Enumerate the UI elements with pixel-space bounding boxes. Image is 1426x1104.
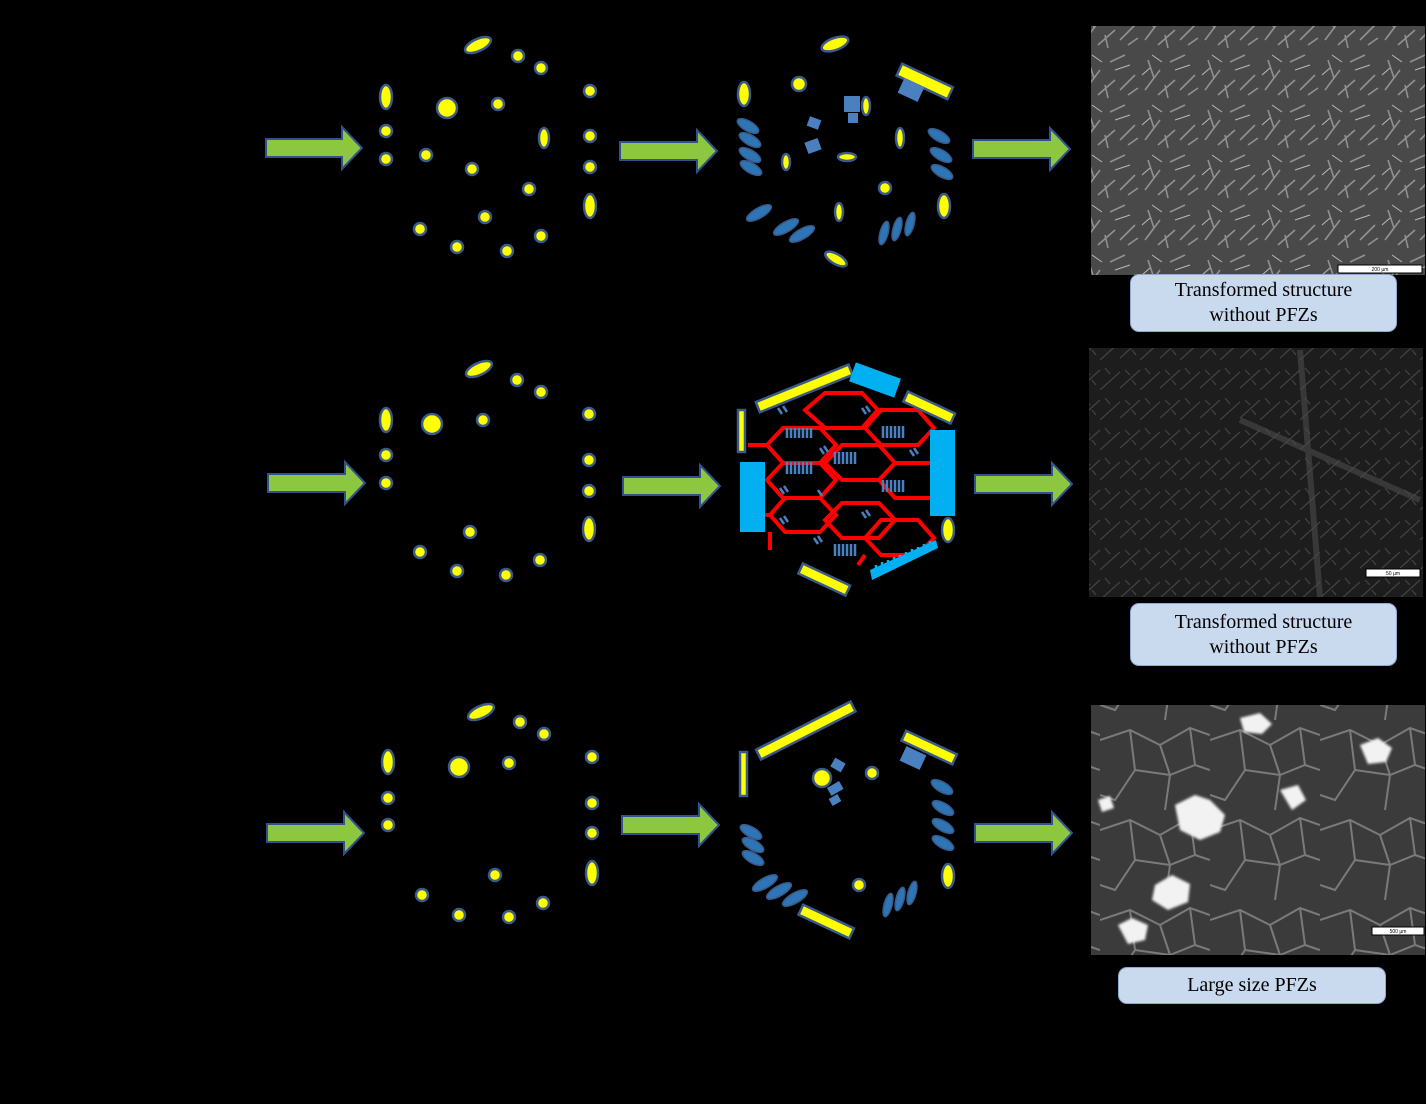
caption-row-2-line-1: Transformed structure bbox=[1174, 610, 1353, 633]
micrograph-2-scale: 50 µm bbox=[1386, 571, 1400, 577]
caption-row-1-line-1: Transformed structure bbox=[1174, 279, 1353, 301]
micrograph-1: 200 µm bbox=[1091, 26, 1425, 275]
solution-particles-1 bbox=[378, 35, 598, 259]
gp-zones-2 bbox=[776, 405, 920, 556]
arrow-1a bbox=[265, 124, 364, 172]
caption-row-1-line-2: without PFZs bbox=[1209, 304, 1318, 326]
row-2: 50 µm bbox=[267, 348, 1423, 598]
caption-row-1: Transformed structure without PFZs bbox=[1130, 274, 1397, 332]
aged-particles-3 bbox=[738, 699, 959, 941]
arrow-1c bbox=[972, 125, 1072, 173]
caption-row-2-line-2: without PFZs bbox=[1209, 635, 1318, 658]
solution-particles-3 bbox=[380, 702, 600, 925]
caption-row-3: Large size PFZs bbox=[1118, 967, 1386, 1004]
arrow-1b bbox=[619, 127, 719, 175]
caption-row-3-line-1: Large size PFZs bbox=[1187, 974, 1317, 996]
caption-row-2: Transformed structure without PFZs bbox=[1130, 603, 1397, 666]
micrograph-3-scale: 500 µm bbox=[1390, 929, 1407, 935]
row-3: 500 µm bbox=[266, 699, 1425, 955]
solution-particles-2 bbox=[378, 359, 597, 583]
micrograph-3: 500 µm bbox=[1091, 705, 1425, 955]
arrow-3c bbox=[974, 809, 1074, 857]
arrow-2a bbox=[267, 459, 367, 507]
aged-particles-1 bbox=[736, 35, 955, 268]
arrow-2b bbox=[622, 462, 722, 510]
aged-particles-2 bbox=[736, 362, 957, 598]
arrow-3b bbox=[621, 801, 721, 849]
row-1: 200 µm bbox=[265, 26, 1425, 275]
arrow-2c bbox=[974, 460, 1074, 508]
arrow-3a bbox=[266, 809, 366, 857]
micrograph-1-scale: 200 µm bbox=[1372, 267, 1389, 273]
micrograph-2: 50 µm bbox=[1089, 348, 1423, 598]
